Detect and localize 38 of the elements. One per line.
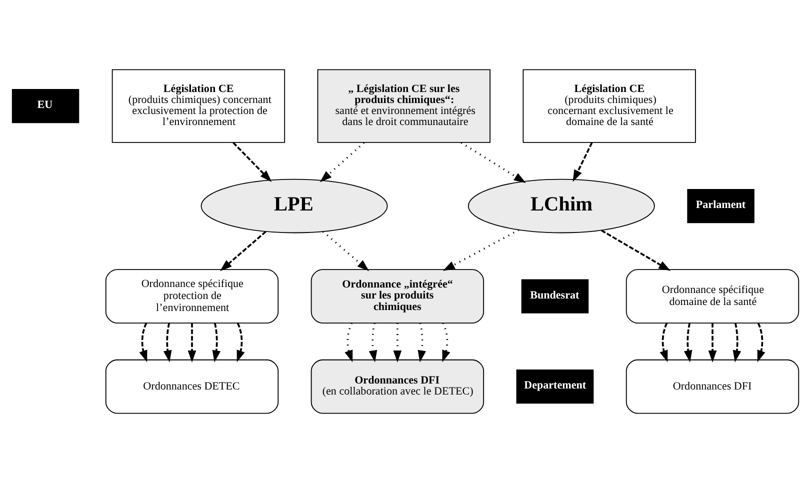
- arrow: [684, 322, 692, 362]
- node-box: Ordonnances DFI (en collaboration avec le DETEC): [310, 359, 484, 414]
- node-box: Parlament: [687, 188, 754, 224]
- arrow: [236, 322, 245, 362]
- arrow: [732, 322, 742, 362]
- arrow: [320, 142, 365, 182]
- node-ellipse: LChim: [468, 178, 655, 234]
- node-box: Bundesrat: [521, 279, 589, 314]
- arrow: [344, 322, 353, 362]
- arrow: [442, 229, 520, 271]
- node-box: EU: [12, 89, 80, 124]
- arrow: [572, 142, 593, 182]
- node-box: Ordonnance spécifique protection de l’environnement: [105, 269, 279, 324]
- arrow: [660, 322, 668, 362]
- arrow: [322, 230, 370, 272]
- arrow: [368, 322, 378, 362]
- node-box: Ordonnances DFI: [626, 359, 800, 414]
- arrow: [139, 322, 148, 362]
- arrow: [188, 323, 196, 362]
- arrow: [232, 142, 272, 182]
- arrow: [442, 322, 450, 362]
- arrow: [757, 322, 766, 362]
- arrow: [212, 322, 221, 362]
- arrow: [708, 323, 717, 362]
- node-box: Ordonnance „intégrée“ sur les produits chimiques: [310, 269, 484, 324]
- arrow: [601, 230, 671, 271]
- node-box: Ordonnances DETEC: [105, 359, 279, 414]
- node-box: „ Législation CE sur les produits chimiques“: santé et environnement intégrés dans le droit communautaire: [317, 69, 490, 143]
- node-box: Departement: [516, 370, 594, 404]
- node-box: Législation CE (produits chimiques) concernant exclusivement la protection de l’environnement: [112, 69, 286, 143]
- node-box: Législation CE (produits chimiques) concernant exclusivement le domaine de la santé: [522, 69, 696, 143]
- arrow: [418, 322, 426, 362]
- arrow: [460, 142, 526, 183]
- arrow: [163, 322, 172, 362]
- arrow: [220, 230, 266, 272]
- arrow: [393, 323, 402, 362]
- node-ellipse: LPE: [200, 178, 388, 234]
- node-box: Ordonnance spécifique domaine de la santé: [626, 269, 800, 324]
